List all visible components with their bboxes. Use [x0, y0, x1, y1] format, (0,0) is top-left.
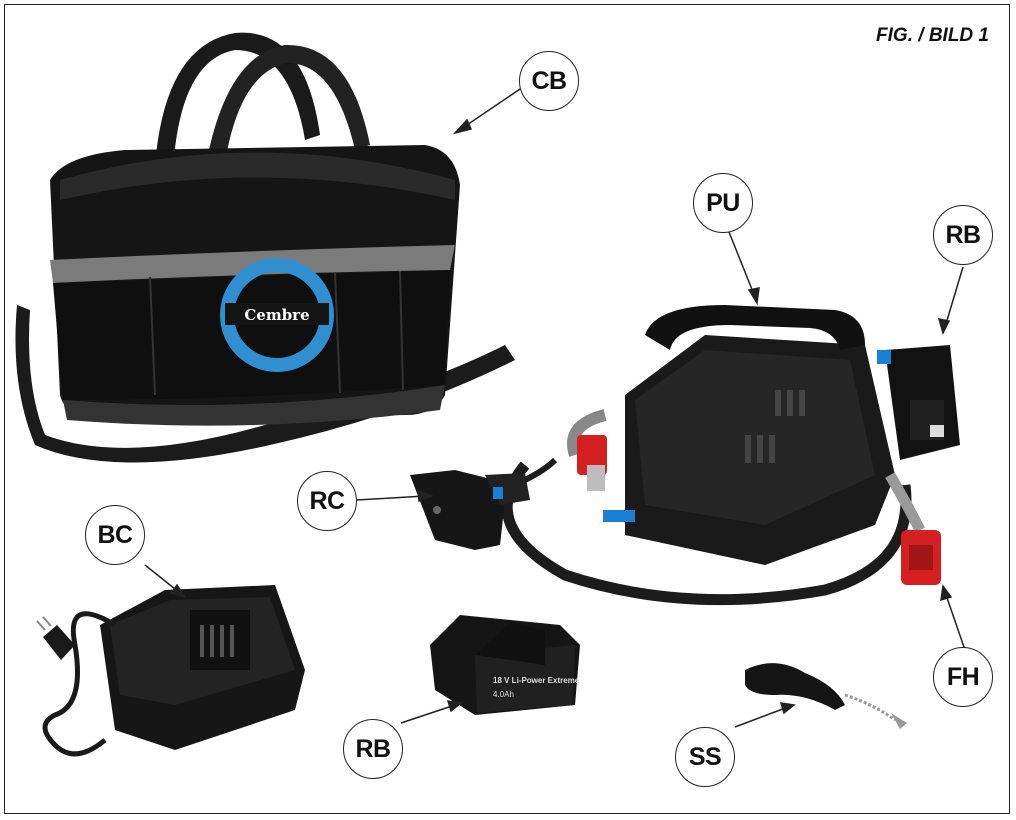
callout-fh: FH: [933, 647, 993, 707]
leader-arrows: [144, 86, 966, 728]
bag-logo-text: Cembre: [244, 306, 309, 324]
tool-bag: Cembre: [15, 32, 515, 463]
illustration: Cembre: [15, 32, 966, 757]
battery-label-text: 18 V Li-Power Extreme: [493, 676, 580, 685]
callout-rb-top: RB: [933, 205, 993, 265]
battery-charger: [36, 585, 305, 757]
battery-capacity-text: 4.0Ah: [493, 690, 514, 699]
power-unit: [501, 305, 960, 606]
callout-pu: PU: [693, 173, 753, 233]
remote-control: [410, 457, 558, 550]
spare-battery: 18 V Li-Power Extreme 4.0Ah: [430, 615, 580, 715]
shoulder-strap: [745, 663, 907, 729]
callout-cb: CB: [519, 51, 579, 111]
callout-bc: BC: [85, 505, 145, 565]
figure-frame: Cembre: [4, 4, 1010, 814]
figure-title: FIG. / BILD 1: [876, 25, 989, 46]
callout-rc: RC: [297, 471, 357, 531]
callout-ss: SS: [675, 727, 735, 787]
callout-rb-bottom: RB: [343, 719, 403, 779]
